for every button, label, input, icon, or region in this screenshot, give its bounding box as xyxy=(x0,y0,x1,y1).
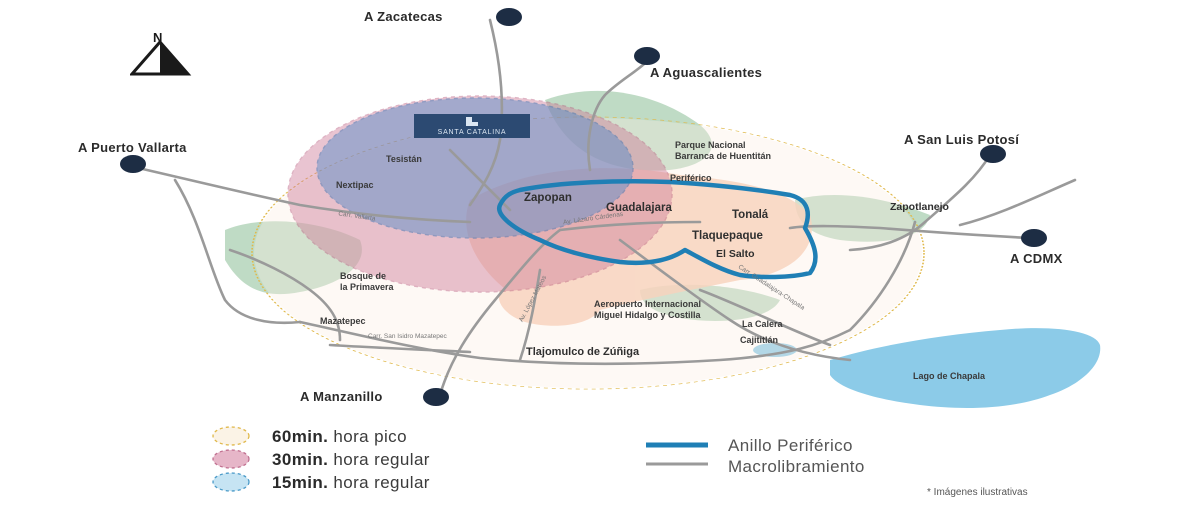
place-parque-nacional: Parque Nacional Barranca de Huentitán xyxy=(675,140,772,161)
legend-swatch-30min xyxy=(212,449,250,469)
santa-catalina-logo: SANTA CATALINA xyxy=(414,114,530,138)
circle-15min xyxy=(316,97,634,239)
place-zapotlanejo: Zapotlanejo xyxy=(890,201,949,213)
place-tonala: Tonalá xyxy=(732,209,769,221)
dest-aguascalientes: A Aguascalientes xyxy=(650,65,763,80)
place-tlaquepaque: Tlaquepaque xyxy=(692,230,763,242)
pin-cdmx xyxy=(1021,229,1047,247)
pin-san-luis-potosi xyxy=(980,145,1006,163)
place-la-calera: La Calera xyxy=(742,319,783,329)
road-san-isidro: Carr. San Isidro Mazatepec xyxy=(368,333,447,340)
dest-manzanillo: A Manzanillo xyxy=(300,389,383,404)
pin-zacatecas xyxy=(496,8,522,26)
lago-de-chapala xyxy=(830,328,1101,408)
place-lago-chapala: Lago de Chapala xyxy=(913,371,986,381)
place-el-salto: El Salto xyxy=(716,248,755,260)
place-tesistan: Tesistán xyxy=(386,154,422,164)
place-guadalajara: Guadalajara xyxy=(606,202,672,214)
legend-macrolibramiento: Macrolibramiento xyxy=(728,457,865,476)
roads xyxy=(123,18,1077,397)
place-periferico: Periférico xyxy=(670,173,712,183)
legend-swatch-15min xyxy=(212,472,250,492)
brand-text: SANTA CATALINA xyxy=(437,129,507,136)
dest-zacatecas: A Zacatecas xyxy=(364,9,443,24)
disclaimer-note: * Imágenes ilustrativas xyxy=(927,487,1028,498)
place-cajititlan: Cajititlán xyxy=(740,335,779,345)
place-nextipac: Nextipac xyxy=(336,180,374,190)
place-zapopan: Zapopan xyxy=(524,192,572,204)
anillo-periferico xyxy=(497,179,818,280)
north-arrow: N xyxy=(130,30,192,76)
dest-san-luis-potosi: A San Luis Potosí xyxy=(904,132,1020,147)
destination-pins xyxy=(120,8,1047,406)
place-tlajomulco: Tlajomulco de Zúñiga xyxy=(526,346,640,358)
dest-cdmx: A CDMX xyxy=(1010,251,1063,266)
place-mazatepec: Mazatepec xyxy=(320,316,366,326)
legend-anillo-periferico: Anillo Periférico xyxy=(728,436,853,455)
legend-symbols xyxy=(212,426,708,492)
pin-aguascalientes xyxy=(634,47,660,65)
north-arrow-icon xyxy=(130,39,192,76)
pin-manzanillo xyxy=(423,388,449,406)
legend-15min: 15min. hora regular xyxy=(272,473,430,492)
legend-30min: 30min. hora regular xyxy=(272,450,430,469)
dest-puerto-vallarta: A Puerto Vallarta xyxy=(78,140,187,155)
place-bosque-primavera: Bosque de la Primavera xyxy=(340,271,394,292)
pin-puerto-vallarta xyxy=(120,155,146,173)
place-aeropuerto: Aeropuerto Internacional Miguel Hidalgo … xyxy=(594,299,702,320)
north-label: N xyxy=(153,30,163,45)
legend-60min: 60min. hora pico xyxy=(272,427,407,446)
brand-mark-icon xyxy=(466,117,478,126)
legend-swatch-60min xyxy=(212,426,250,446)
